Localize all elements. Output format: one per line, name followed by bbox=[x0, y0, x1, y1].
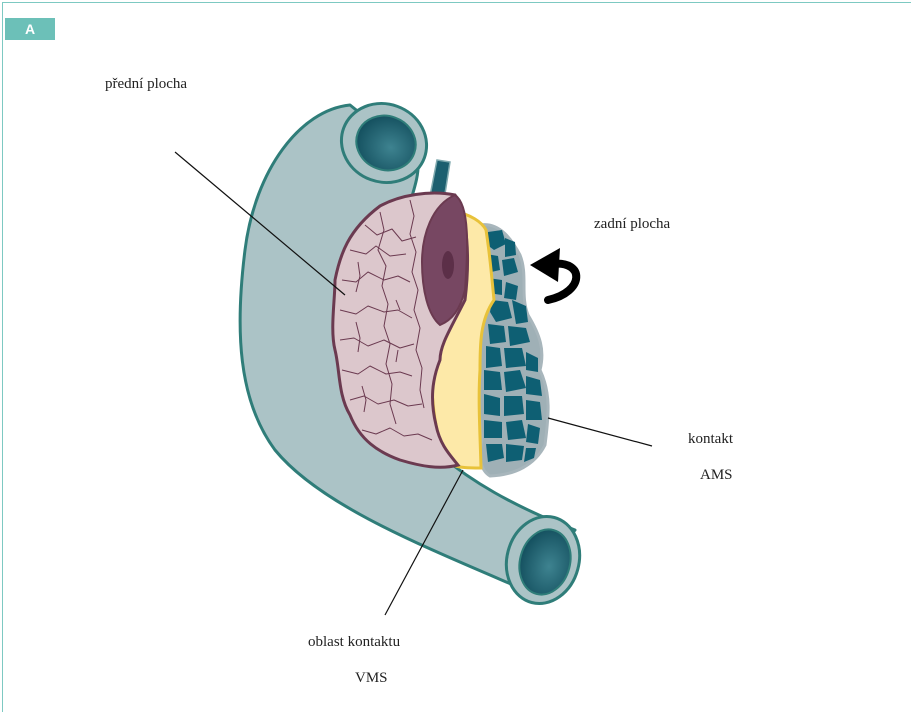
label-contact-ams-2: AMS bbox=[700, 467, 733, 484]
label-contact-vms-1: oblast kontaktu bbox=[308, 634, 400, 651]
label-contact-ams-1: kontakt bbox=[688, 431, 733, 448]
label-anterior-surface: přední plocha bbox=[105, 76, 187, 93]
label-contact-vms-2: VMS bbox=[355, 670, 388, 687]
rotation-arrow-icon bbox=[530, 248, 576, 300]
leader-ams bbox=[548, 418, 652, 446]
label-posterior-surface: zadní plocha bbox=[594, 216, 670, 233]
